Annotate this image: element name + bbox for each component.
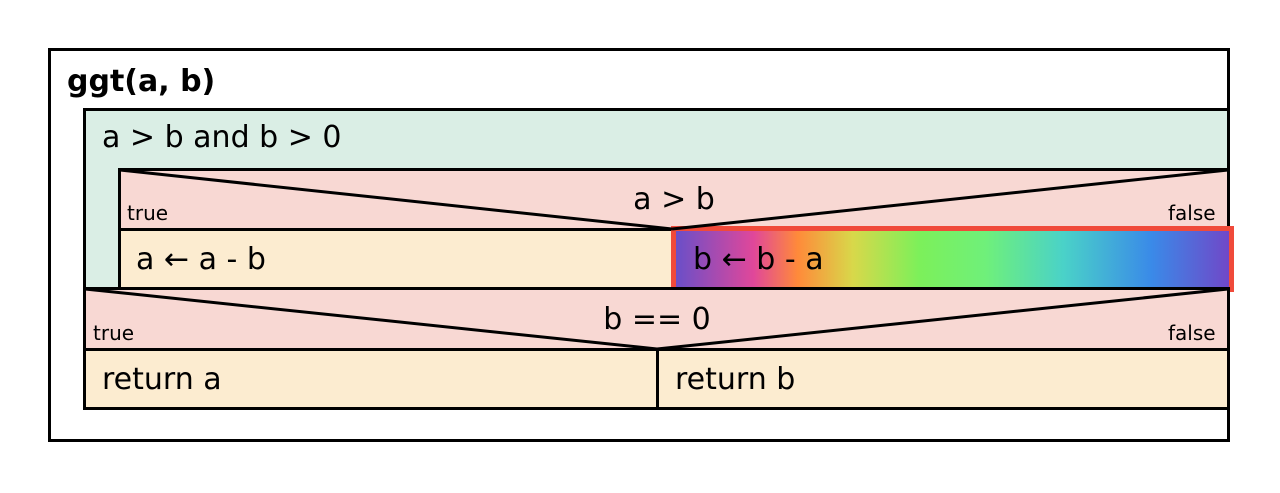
- outer-true-statement-block[interactable]: [83, 348, 660, 410]
- inner-branch-true-label: true: [127, 201, 169, 225]
- outer-true-statement: return a: [102, 362, 222, 397]
- outer-branch-false-label: false: [1168, 321, 1216, 345]
- outer-branch-right-diagonal: [656, 287, 1229, 351]
- outer-branch-left-diagonal: [84, 287, 658, 351]
- outer-branch-true-label: true: [93, 321, 135, 345]
- inner-branch-left-diagonal: [119, 168, 673, 231]
- outer-branch-condition-block[interactable]: [83, 287, 1230, 351]
- inner-true-statement: a ← a - b: [136, 242, 266, 277]
- outer-false-statement-block[interactable]: [656, 348, 1230, 410]
- inner-branch-right-diagonal: [671, 168, 1229, 231]
- inner-true-statement-block[interactable]: [118, 228, 674, 290]
- inner-branch-condition-block[interactable]: [118, 168, 1230, 231]
- inner-false-statement: b ← b - a: [693, 242, 824, 277]
- loop-condition: a > b and b > 0: [102, 120, 342, 155]
- outer-false-statement: return b: [675, 362, 796, 397]
- inner-branch-false-label: false: [1168, 201, 1216, 225]
- inner-branch-condition: a > b: [633, 182, 715, 217]
- outer-branch-condition: b == 0: [603, 302, 711, 337]
- function-title: ggt(a, b): [67, 64, 216, 99]
